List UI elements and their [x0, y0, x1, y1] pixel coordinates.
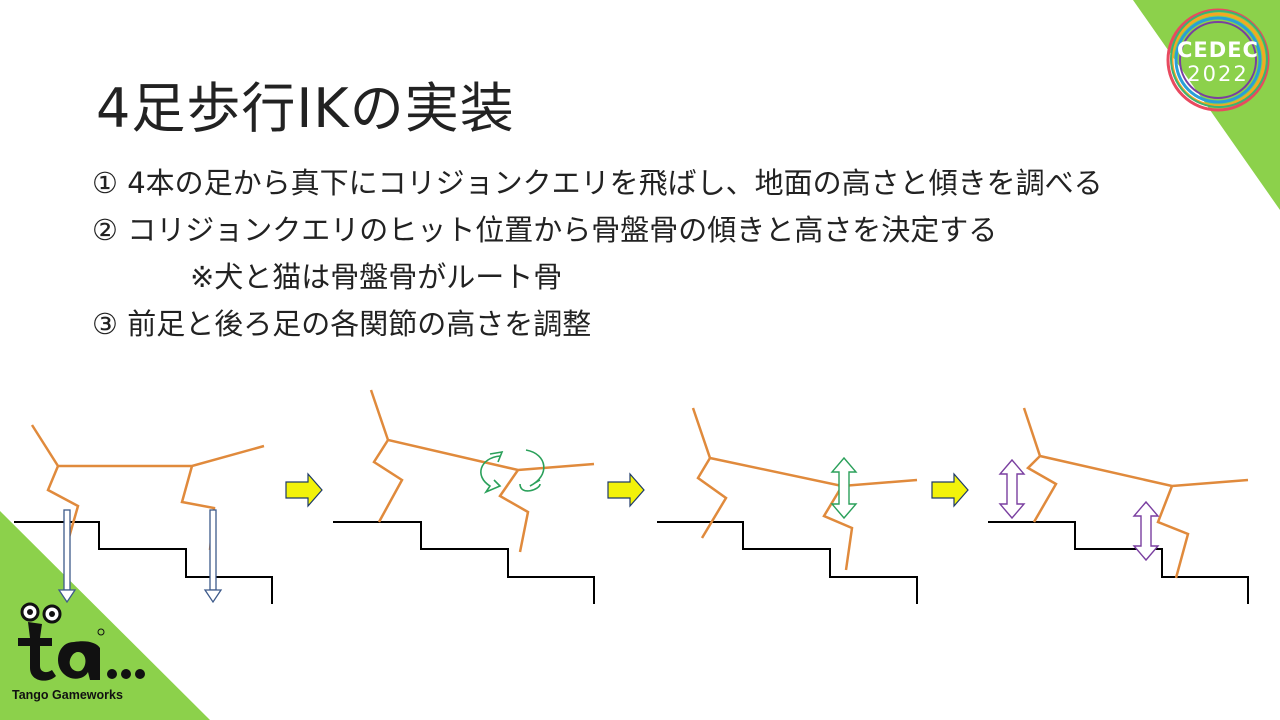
- cedec-year: 2022: [1187, 62, 1249, 86]
- body-skeleton: [691, 407, 918, 488]
- body-skeleton: [369, 389, 595, 472]
- double-arrow-icon: [998, 458, 1026, 520]
- corner-accent-bottom-left: [0, 511, 210, 720]
- cedec-name: CEDEC: [1177, 38, 1259, 62]
- step-marker: ①: [92, 166, 118, 200]
- ik-diagram-sequence: [14, 389, 1249, 604]
- rear-leg: [498, 469, 530, 553]
- diagram-panel-4: [988, 407, 1249, 604]
- rear-leg: [1156, 485, 1190, 579]
- ground-stairs: [988, 521, 1249, 604]
- ground-stairs: [657, 521, 918, 604]
- step-2: ② コリジョンクエリのヒット位置から骨盤骨の傾きと高さを決定する: [92, 207, 1103, 254]
- step-2-note: ※犬と猫は骨盤骨がルート骨: [92, 254, 1103, 301]
- rear-leg: [180, 465, 216, 551]
- step-list: ① 4本の足から真下にコリジョンクエリを飛ばし、地面の高さと傾きを調べる ② コ…: [92, 160, 1103, 348]
- next-step-arrow-icon: [931, 472, 969, 508]
- diagram-panel-2: [333, 389, 595, 604]
- step-text: 前足と後ろ足の各関節の高さを調整: [127, 307, 592, 341]
- snail-mascot-icon: [18, 602, 145, 681]
- ground-stairs: [333, 521, 595, 604]
- collision-query-arrow-icon: [57, 509, 77, 604]
- double-arrow-icon: [830, 456, 858, 520]
- diagram-panel-1: [14, 424, 273, 604]
- front-leg: [1025, 455, 1058, 523]
- cedec-logo: CEDEC 2022: [1162, 4, 1274, 116]
- step-3: ③ 前足と後ろ足の各関節の高さを調整: [92, 301, 1103, 348]
- slide-title: 4足歩行IKの実装: [96, 77, 515, 140]
- step-text: ※犬と猫は骨盤骨がルート骨: [190, 260, 563, 294]
- body-skeleton: [1022, 407, 1249, 488]
- studio-name: Tango Gameworks: [12, 688, 123, 702]
- diagram-panel-3: [657, 407, 918, 604]
- step-text: コリジョンクエリのヒット位置から骨盤骨の傾きと高さを決定する: [127, 213, 998, 247]
- body-skeleton: [30, 424, 265, 468]
- double-arrow-icon: [1132, 500, 1160, 562]
- rear-leg: [822, 485, 854, 571]
- tango-gameworks-logo: Tango Gameworks: [8, 602, 158, 712]
- rotate-icon: [480, 449, 545, 494]
- ground-stairs: [14, 521, 273, 604]
- step-marker: ②: [92, 213, 118, 247]
- step-text: 4本の足から真下にコリジョンクエリを飛ばし、地面の高さと傾きを調べる: [127, 166, 1103, 200]
- front-leg: [696, 457, 728, 539]
- step-1: ① 4本の足から真下にコリジョンクエリを飛ばし、地面の高さと傾きを調べる: [92, 160, 1103, 207]
- next-step-arrow-icon: [285, 472, 323, 508]
- front-leg: [46, 465, 80, 549]
- collision-query-arrow-icon: [203, 509, 223, 604]
- step-marker: ③: [92, 307, 118, 341]
- cedec-ring-icon: [1166, 8, 1270, 112]
- front-leg: [372, 439, 404, 523]
- next-step-arrow-icon: [607, 472, 645, 508]
